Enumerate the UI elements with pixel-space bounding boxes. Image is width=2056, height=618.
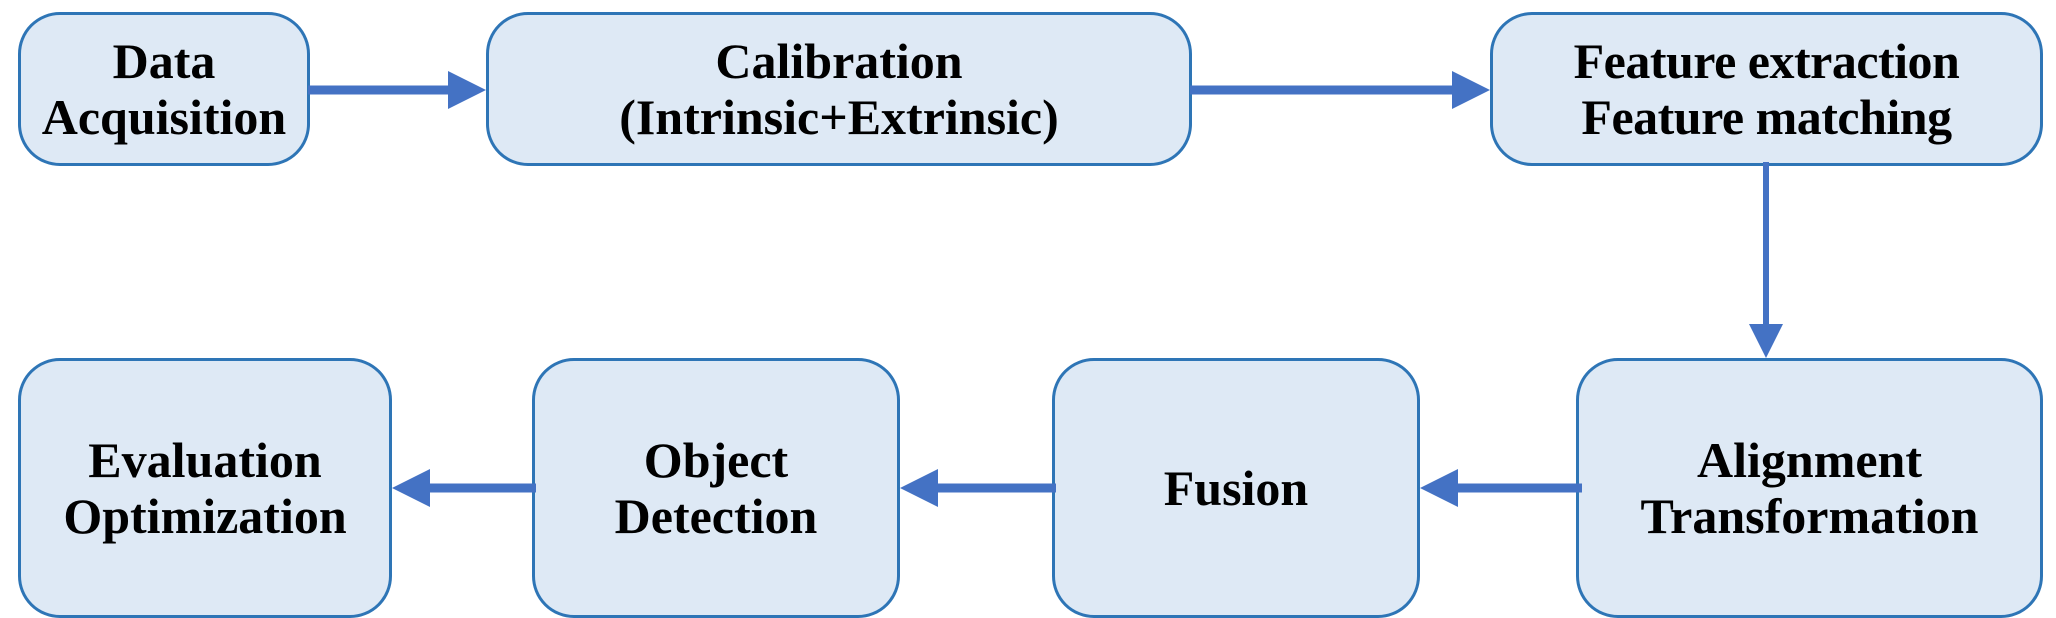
node-data-acquisition[interactable]: Data Acquisition <box>18 12 310 166</box>
node-label-line-1: Evaluation <box>88 432 322 488</box>
node-fusion[interactable]: Fusion <box>1052 358 1420 618</box>
node-label-line-1: Calibration <box>715 33 963 89</box>
arrow-object-detection-to-evaluation <box>388 466 536 510</box>
node-label-line-2: Transformation <box>1640 488 1979 544</box>
node-object-detection[interactable]: Object Detection <box>532 358 900 618</box>
node-label-line-1: Fusion <box>1163 460 1309 516</box>
node-label-line-1: Feature extraction <box>1573 33 1960 89</box>
node-calibration[interactable]: Calibration (Intrinsic+Extrinsic) <box>486 12 1192 166</box>
node-label-line-2: (Intrinsic+Extrinsic) <box>619 89 1059 145</box>
arrow-calibration-to-feature <box>1190 68 1494 112</box>
node-evaluation-optimization[interactable]: Evaluation Optimization <box>18 358 392 618</box>
node-label-line-2: Feature matching <box>1581 89 1952 145</box>
arrow-feature-to-alignment <box>1740 162 1792 362</box>
node-label-line-1: Data <box>112 33 216 89</box>
arrow-fusion-to-object-detection <box>896 466 1056 510</box>
arrow-alignment-to-fusion <box>1416 466 1582 510</box>
node-label-line-1: Object <box>643 432 789 488</box>
node-label-line-2: Acquisition <box>41 89 287 145</box>
node-feature-extraction-matching[interactable]: Feature extraction Feature matching <box>1490 12 2043 166</box>
arrow-acquisition-to-calibration <box>308 68 490 112</box>
node-label-line-1: Alignment <box>1697 432 1922 488</box>
node-alignment-transformation[interactable]: Alignment Transformation <box>1576 358 2043 618</box>
node-label-line-2: Detection <box>614 488 818 544</box>
node-label-line-2: Optimization <box>63 488 347 544</box>
